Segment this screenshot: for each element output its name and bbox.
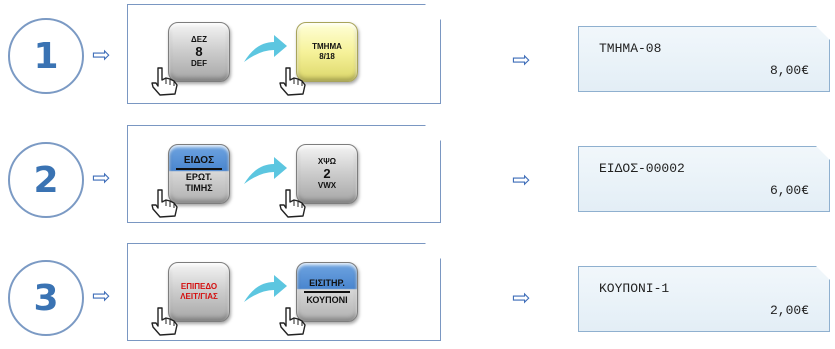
step-1-number: 1 <box>8 18 84 94</box>
receipt-line-2: ΕΙΔΟΣ-00002 6,00€ <box>578 146 830 212</box>
curved-arrow-icon <box>244 275 287 302</box>
key-8-top-label: ΔΕΖ <box>191 35 207 45</box>
step-3-number: 3 <box>8 260 84 336</box>
curved-arrow-icon <box>244 157 287 184</box>
key-2-top-label: ΧΨΩ <box>317 157 337 167</box>
curved-arrow-icon <box>244 35 287 62</box>
receipt-line-1: ΤΜΗΜΑ-08 8,00€ <box>578 26 830 92</box>
step-2-arrow-to-panel: ⇨ <box>92 166 111 191</box>
receipt-2-price: 6,00€ <box>769 183 809 198</box>
pointing-hand-icon <box>279 189 306 218</box>
key-item-lower-label-1: ΕΡΩΤ. <box>185 171 213 182</box>
key-department-8-18[interactable]: ΤΜΗΜΑ 8/18 <box>296 22 358 82</box>
key-ticket-lower-label: ΚΟΥΠΟΝΙ <box>306 294 348 305</box>
key-department-line1: ΤΜΗΜΑ <box>312 42 342 52</box>
step-2-arrow-to-receipt: ⇨ <box>512 168 531 193</box>
pointing-hand-icon <box>151 307 178 336</box>
receipt-3-name: ΚΟΥΠΟΝΙ-1 <box>599 281 670 296</box>
key-ticket-coupon[interactable]: ΕΙΣΙΤΗΡ. ΚΟΥΠΟΝΙ <box>296 262 358 322</box>
step-1-arrow-to-receipt: ⇨ <box>512 48 531 73</box>
key-department-line2: 8/18 <box>319 52 335 61</box>
pointing-hand-icon <box>279 67 306 96</box>
step-3-arrow-to-receipt: ⇨ <box>512 286 531 311</box>
key-item-price-query[interactable]: ΕΙΔΟΣ ΕΡΩΤ. ΤΙΜΗΣ <box>168 144 230 204</box>
key-8-def[interactable]: ΔΕΖ 8 DEF <box>168 22 230 82</box>
receipt-3-price: 2,00€ <box>769 303 809 318</box>
step-1-arrow-to-panel: ⇨ <box>92 43 111 68</box>
key-operation-level[interactable]: ΕΠΙΠΕΔΟ ΛΕΙΤ/ΓΙΑΣ <box>168 262 230 322</box>
key-2-bottom-label: VWX <box>317 181 337 191</box>
key-item-divider <box>176 168 222 170</box>
pointing-hand-icon <box>279 307 306 336</box>
receipt-1-name: ΤΜΗΜΑ-08 <box>599 41 662 56</box>
key-8-bottom-label: DEF <box>191 59 207 69</box>
receipt-line-3: ΚΟΥΠΟΝΙ-1 2,00€ <box>578 266 830 332</box>
key-level-line1: ΕΠΙΠΕΔΟ <box>180 282 218 291</box>
receipt-2-name: ΕΙΔΟΣ-00002 <box>599 161 685 176</box>
key-item-upper-label: ΕΙΔΟΣ <box>183 154 215 166</box>
key-ticket-upper-label: ΕΙΣΙΤΗΡ. <box>309 278 345 289</box>
pointing-hand-icon <box>151 189 178 218</box>
step-3-arrow-to-panel: ⇨ <box>92 284 111 309</box>
key-8-main-label: 8 <box>195 43 203 59</box>
step-2-number: 2 <box>8 142 84 218</box>
key-ticket-divider <box>304 291 350 293</box>
pointing-hand-icon <box>151 67 178 96</box>
key-2-main-label: 2 <box>323 165 331 181</box>
key-level-line2: ΛΕΙΤ/ΓΙΑΣ <box>180 292 218 301</box>
key-2-vwx[interactable]: ΧΨΩ 2 VWX <box>296 144 358 204</box>
receipt-1-price: 8,00€ <box>769 63 809 78</box>
key-item-lower-label-2: ΤΙΜΗΣ <box>185 182 213 193</box>
